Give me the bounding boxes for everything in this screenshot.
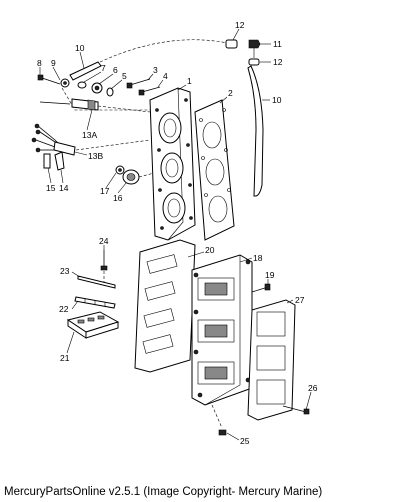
callout-3: 3 xyxy=(153,65,158,75)
reed-petal-22 xyxy=(74,296,116,309)
callout-21: 21 xyxy=(60,353,70,363)
part-15 xyxy=(43,153,51,169)
callout-15: 15 xyxy=(46,183,56,193)
fitting-9 xyxy=(60,78,70,88)
callout-12-lower: 12 xyxy=(273,57,283,67)
reed-housing-18 xyxy=(191,254,253,406)
callout-2: 2 xyxy=(228,88,233,98)
callout-24: 24 xyxy=(99,236,109,246)
thermostat-16 xyxy=(122,169,140,185)
callout-4: 4 xyxy=(163,71,168,81)
callout-20: 20 xyxy=(205,245,215,255)
callout-22: 22 xyxy=(59,304,69,314)
temperature-sensor-13a xyxy=(39,98,151,113)
callout-6: 6 xyxy=(113,65,118,75)
part-14 xyxy=(54,151,65,171)
callout-19: 19 xyxy=(265,270,275,280)
clamp-12-lower xyxy=(248,58,260,66)
head-gasket-2 xyxy=(194,99,235,241)
bolt-3 xyxy=(126,78,151,89)
callout-labels: 1 2 3 4 5 6 7 8 9 10 10 11 12 12 13A 13B… xyxy=(37,20,318,446)
callout-11: 11 xyxy=(273,39,282,49)
gasket-7 xyxy=(77,81,87,89)
callout-26: 26 xyxy=(308,383,318,393)
bolt-4 xyxy=(138,86,161,96)
callout-1: 1 xyxy=(187,76,192,86)
image-copyright-footer: MercuryPartsOnline v2.5.1 (Image Copyrig… xyxy=(4,486,323,498)
wire-harness-13b xyxy=(31,123,76,156)
callout-10-top: 10 xyxy=(75,43,85,53)
callout-13a: 13A xyxy=(82,130,97,140)
callout-10-side: 10 xyxy=(272,95,282,105)
washer-17 xyxy=(115,165,125,175)
callout-9: 9 xyxy=(51,58,56,68)
screw-25 xyxy=(211,404,227,436)
callout-25: 25 xyxy=(240,436,250,446)
reed-stop-23 xyxy=(77,275,116,289)
clamp-12-top xyxy=(225,39,238,49)
gasket-27 xyxy=(247,299,296,421)
bolt-19 xyxy=(251,283,271,293)
leader-lines xyxy=(39,28,312,441)
screw-8 xyxy=(37,74,61,85)
callout-23: 23 xyxy=(60,266,70,276)
callout-12-top: 12 xyxy=(235,20,245,30)
callout-27: 27 xyxy=(295,295,305,305)
fitting-11 xyxy=(248,39,261,58)
callout-7: 7 xyxy=(101,63,106,73)
hose-top xyxy=(69,39,233,81)
valve-6 xyxy=(91,82,103,94)
hose-10-vertical xyxy=(247,65,264,197)
callout-18: 18 xyxy=(253,253,263,263)
callout-13b: 13B xyxy=(88,151,103,161)
callout-14: 14 xyxy=(59,183,69,193)
cylinder-head-1 xyxy=(149,87,196,241)
screw-24 xyxy=(100,250,108,271)
reed-block-21 xyxy=(66,311,120,339)
callout-8: 8 xyxy=(37,58,42,68)
callout-17: 17 xyxy=(100,186,110,196)
washer-5 xyxy=(106,87,114,97)
callout-16: 16 xyxy=(113,193,123,203)
callout-5: 5 xyxy=(122,71,127,81)
reed-plate-gasket-20 xyxy=(134,239,196,373)
